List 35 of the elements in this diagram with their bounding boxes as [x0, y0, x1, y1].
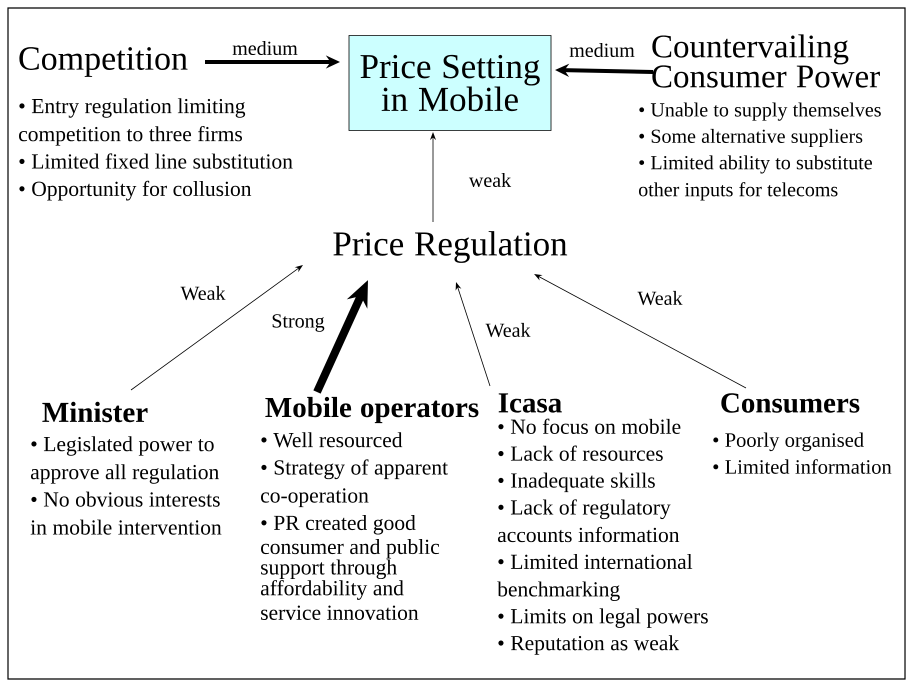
- edge-label: Weak: [484, 322, 532, 338]
- process-box: Price Setting in Mobile: [348, 35, 552, 131]
- bullet-text: • Some alternative suppliers: [639, 128, 862, 148]
- bullet-text: • Limited international benchmarking: [497, 554, 692, 601]
- bullet-text: • Well resourced: [261, 432, 402, 448]
- heading-text: Consumers: [721, 393, 860, 413]
- edge-label: Weak: [180, 284, 227, 302]
- bullet-text: • Opportunity for collusion: [19, 180, 252, 201]
- heading-text: Countervailing Consumer Power: [652, 34, 880, 88]
- heading-text: Price Regulation: [333, 231, 568, 263]
- bullet-text: • Limited fixed line substitution: [19, 153, 293, 169]
- edge-label: medium: [231, 40, 299, 56]
- bullet-text: • Lack of regulatory accounts information: [498, 499, 680, 542]
- heading-text: Minister: [42, 402, 148, 422]
- bullet-text: • Inadequate skills: [498, 472, 655, 492]
- bullet-text: • PR created good consumer and public support through affordability and service innovation: [260, 515, 440, 620]
- bullet-text: • Unable to supply themselves: [639, 102, 881, 121]
- bullet-text: • Limited ability to substitute other inputs for telecoms: [638, 155, 872, 200]
- edge-label: Strong: [270, 313, 326, 333]
- edge-label: medium: [568, 42, 636, 58]
- bullet-text: • Limited information: [713, 459, 892, 474]
- bullet-text: • Strategy of apparent co-operation: [261, 459, 448, 508]
- bullet-text: • Legislated power to approve all regulation: [30, 436, 219, 484]
- bullet-text: • Lack of resources: [498, 446, 663, 461]
- heading-text: Mobile operators: [265, 396, 478, 424]
- bullet-text: • Entry regulation limiting competition to three firms: [19, 98, 246, 146]
- edge-label: weak: [468, 172, 512, 188]
- bullet-text: • No obvious interests in mobile intervention: [30, 492, 222, 535]
- bullet-text: • Reputation as weak: [498, 635, 680, 655]
- edge-label: Weak: [636, 290, 684, 306]
- heading-text: Icasa: [498, 393, 562, 413]
- bullet-text: • Poorly organised: [713, 432, 864, 452]
- bullet-text: • Limits on legal powers: [498, 608, 708, 628]
- heading-text: Competition: [19, 47, 188, 77]
- bullet-text: • No focus on mobile: [498, 418, 680, 434]
